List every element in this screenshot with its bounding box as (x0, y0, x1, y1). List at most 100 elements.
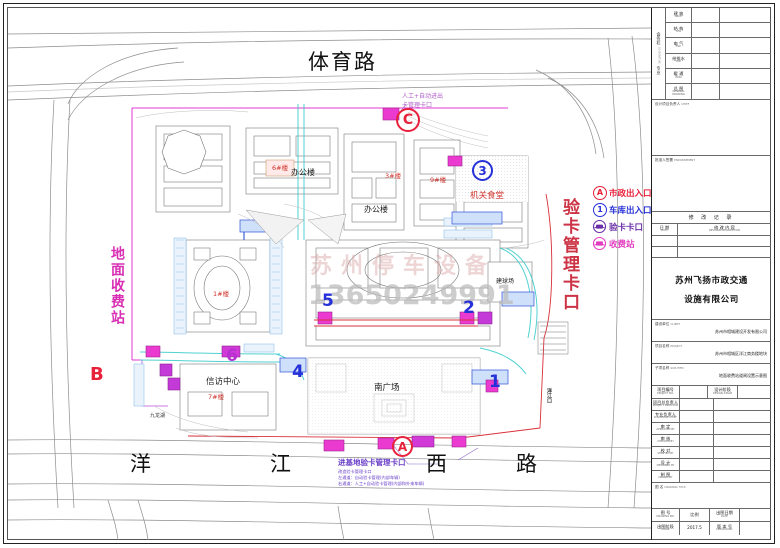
footer-value: 2017.5 (687, 525, 702, 531)
spec-sub: HVAC (674, 75, 683, 79)
legend-item-garage-entrance[interactable]: 1 车库出入口 (592, 201, 654, 218)
legend-item-municipal-entrance[interactable]: A 市政出入口 (592, 184, 654, 201)
watermark-text: 苏州停车设备 (310, 254, 497, 279)
marker-municipal-c-north[interactable]: C (396, 108, 420, 132)
sheet-frame-inner (7, 7, 771, 540)
marker-garage-2[interactable]: 2 (463, 298, 475, 318)
revision-col-date: 日 期 (659, 224, 670, 230)
building-label: 九龙湖 (150, 413, 166, 419)
annotation-south-gate-line1: 改造验卡管理卡口 (338, 468, 372, 474)
signature-label: 专业负责人 (655, 411, 676, 417)
owner-label-en: CLIENT (670, 322, 681, 326)
owner-label-cn: 建设单位 (655, 322, 670, 326)
spec-sub: ELE (676, 45, 681, 49)
cosign-side-top: 会签栏 (656, 32, 662, 46)
subproject-row: 子项名称 SUB-ITEM 地面收费站道闸设置示意图 (652, 364, 771, 386)
footer-sub: VERSION NO. (715, 528, 734, 532)
vertical-label-card-checkpoint: 验卡管理卡口 (559, 198, 579, 312)
spec-sub: ARCH (674, 14, 683, 18)
building-label: 信访中心 (206, 377, 241, 387)
revision-col-desc-sub: REVISION DESCRIPTION (709, 229, 740, 233)
spec-label: 给排水 (672, 56, 685, 62)
subproject-label-cn: 子项名称 (655, 366, 670, 370)
projectno-sub: PROJECT NO. (657, 391, 674, 395)
drawing-title-row: 图 名 DRAWING TITLE (652, 483, 771, 509)
building-label: 1#楼 (213, 290, 230, 298)
revision-row (652, 247, 771, 258)
road-label-lu: 路 (516, 452, 539, 476)
marker-garage-4[interactable]: 4 (292, 362, 304, 382)
subproject-value: 地面收费站道闸设置示意图 (719, 373, 767, 378)
signature-label: 校 对 (660, 447, 671, 453)
owner-value: 苏州市相城建设开发有限公司 (715, 329, 767, 334)
site-plan-vector (8, 27, 651, 540)
signature-sub: DISCIPLINE CHIEF (654, 416, 677, 420)
project-row: 项目名称 PROJECT 苏州市相城区洋江商务楼地块 (652, 342, 771, 364)
spec-label: 电 气 (673, 40, 684, 46)
annotation-south-gate-line3: 右通道：人工+自动验卡管理(内部和外来车辆) (338, 481, 425, 487)
building-label: 南广场 (374, 383, 400, 393)
legend-symbol-1: 1 (593, 203, 607, 217)
spec-sub: PLB (676, 60, 681, 64)
project-label-cn: 项目名称 (655, 344, 670, 348)
approval-en: ENDORSEMENT (674, 158, 695, 162)
spec-label: 建 筑 (673, 10, 684, 16)
footer-label: 比例 (690, 511, 699, 517)
marker-garage-6[interactable]: 6 (226, 346, 238, 366)
company-name-line2: 设施有限公司 (684, 294, 739, 305)
cosign-side-top-sub: CO-SIGNATURE (657, 47, 661, 65)
signature-sub: APPROVED BY (656, 428, 675, 432)
drawing-title-en: DRAWING TITLE (664, 485, 686, 489)
vertical-label-ground-toll: 地面收费站 (109, 246, 125, 326)
legend-symbol-a: A (593, 186, 607, 200)
cosign-side-labels: 会签栏 CO-SIGNATURE 专业 (652, 8, 666, 99)
approval-block: 批准人签署 ENDORSEMENT (652, 156, 771, 212)
spec-label: 暖 通 (673, 71, 684, 77)
road-label-tiyu: 体育路 (308, 50, 377, 74)
signature-label: 项目总负责人 (652, 399, 679, 405)
revision-col-desc: 修 改 内 容 (714, 224, 735, 230)
legend-item-toll-station[interactable]: 收费站 (592, 235, 654, 252)
site-plan-map[interactable]: 体育路 洋 江 西 路 验卡管理卡口 地面收费站 13650249991 苏州停… (8, 8, 651, 540)
marker-3-glyph: 3 (472, 160, 493, 181)
chief-designer-label: 设计项目负责人 CHIEF (652, 100, 771, 109)
marker-garage-3[interactable]: 3 (472, 160, 493, 181)
footer-label: 出图阶段 (657, 523, 674, 529)
signature-sub: CHECKED BY (657, 440, 674, 444)
garage-entrance-icon: 1 (592, 202, 607, 217)
spec-label: 结 构 (673, 25, 684, 31)
marker-garage-1[interactable]: 1 (489, 372, 501, 392)
marker-municipal-b-west[interactable]: B (90, 364, 104, 385)
chief-designer-block: 设计项目负责人 CHIEF (652, 100, 771, 156)
building-label: 6#楼 (272, 164, 289, 172)
watermark-phone: 13650249991 (308, 280, 515, 311)
spec-sub: STR (675, 30, 682, 34)
marker-garage-5[interactable]: 5 (322, 291, 334, 311)
revision-col-date-sub: DATE (661, 229, 668, 233)
card-check-booth-icon (592, 219, 607, 234)
owner-row: 建设单位 CLIENT 苏州市相城建设开发有限公司 (652, 320, 771, 342)
municipal-entrance-icon: A (592, 185, 607, 200)
footer-sub: DRAWING NO. (656, 514, 675, 518)
signature-label: 制 图 (660, 471, 671, 477)
building-label: 3#楼 (385, 172, 402, 180)
company-name-line1: 苏州飞扬市政交通 (675, 276, 748, 286)
legend-item-card-check[interactable]: 验卡卡口 (592, 218, 654, 235)
subproject-label-en: SUB-ITEM (670, 366, 684, 370)
footer-sub: STAGE (661, 528, 670, 532)
building-label: 机关食堂 (470, 191, 505, 201)
annotation-north-gate-line2: 卡管理卡口 (402, 102, 433, 109)
marker-municipal-a-south[interactable]: A (392, 436, 413, 457)
owner-label: 建设单位 CLIENT (652, 320, 771, 329)
